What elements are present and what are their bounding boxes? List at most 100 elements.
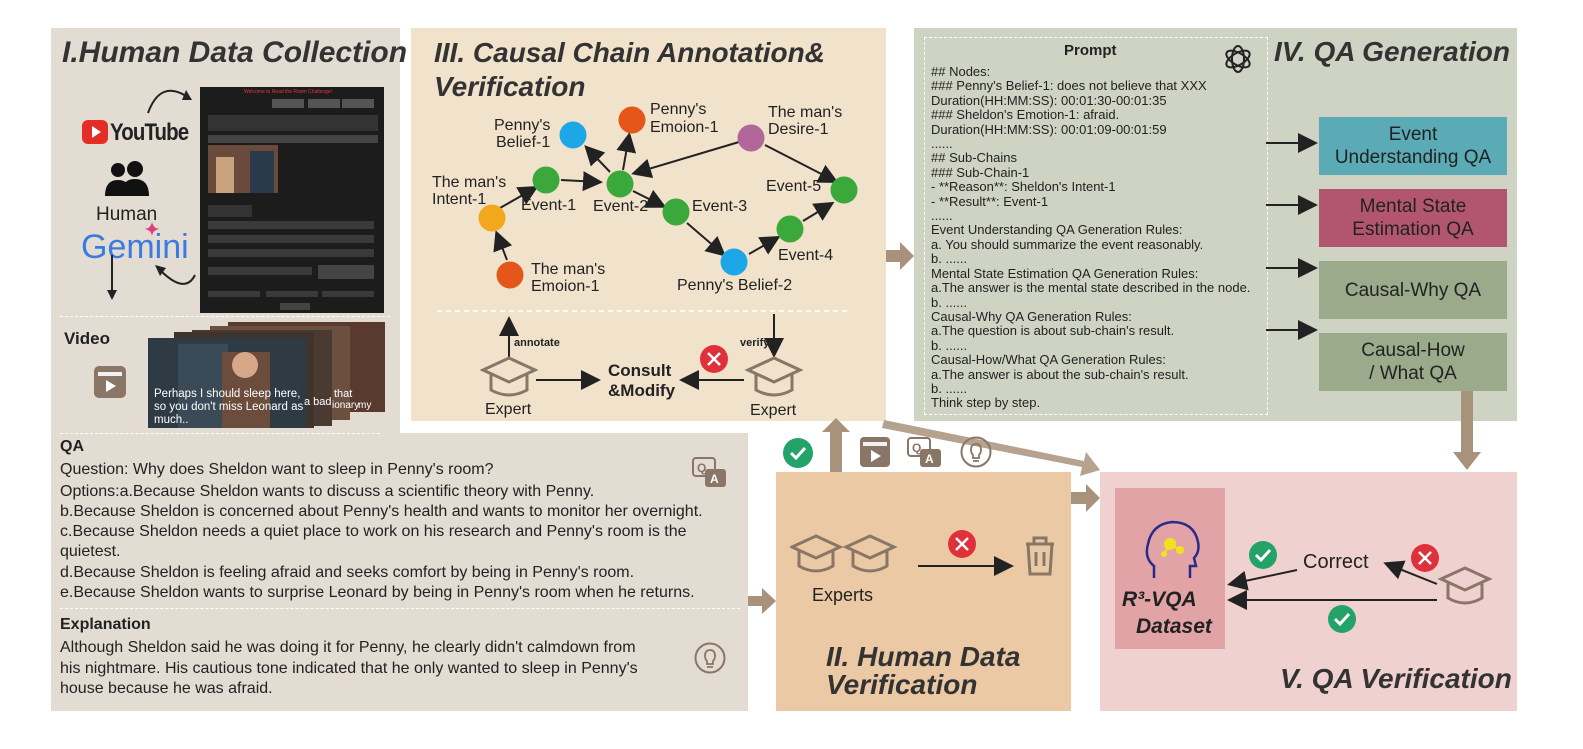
svg-text:Q: Q xyxy=(697,461,706,475)
label-event-4: Event-4 xyxy=(778,247,834,264)
experts-label: Experts xyxy=(812,585,874,605)
prompt-line: ### Sheldon's Emotion-1: afraid. xyxy=(931,107,1120,123)
reject-to-trash xyxy=(918,530,1054,576)
qa-option-c: c.Because Sheldon needs a quiet place to… xyxy=(60,523,687,540)
panel1-title: I.Human Data Collection xyxy=(62,36,408,69)
edge-emoion-intent xyxy=(493,230,513,261)
prompt-line: Causal-Why QA Generation Rules: xyxy=(931,308,1132,324)
node-mans-emoion-1 xyxy=(496,261,524,289)
arrow-causal-to-qaverify xyxy=(882,420,1100,476)
youtube-play-icon xyxy=(82,120,108,144)
prompt-line: ## Nodes: xyxy=(931,64,991,79)
prompt-line: Duration(HH:MM:SS): 00:01:30-00:01:35 xyxy=(931,92,1167,108)
subtitle-extra-4: my xyxy=(358,400,372,411)
qa-type-causal-how-what: Causal-How/ What QA xyxy=(1319,333,1507,391)
lightbulb-icon xyxy=(694,642,726,674)
prompt-line: ### Penny's Belief-1: does not believe t… xyxy=(931,78,1207,94)
collection-arrows xyxy=(107,89,196,300)
node-event-3 xyxy=(662,198,690,226)
prompt-line: a.The answer is the mental state describ… xyxy=(931,280,1251,296)
prompt-line: Event Understanding QA Generation Rules: xyxy=(931,222,1183,238)
prompt-line: a. You should summarize the event reason… xyxy=(931,236,1204,252)
explanation-heading: Explanation xyxy=(60,616,151,633)
verify-label: verify xyxy=(740,337,770,349)
human-group-icon xyxy=(105,161,149,196)
edge-event4-event5 xyxy=(802,201,835,222)
qa-option-c-cont: quietest. xyxy=(60,543,121,560)
label-pennys-belief-2: Penny's Belief-2 xyxy=(677,277,793,294)
node-event-1 xyxy=(532,166,560,194)
explanation-line-2: his nightmare. His cautious tone indicat… xyxy=(60,660,638,677)
edge-event2-event3 xyxy=(632,189,667,208)
panel2-title-line1: II. Human Data xyxy=(826,641,1021,672)
arrow-verification-to-qaverify xyxy=(1071,484,1100,512)
qa-type-line1: Mental State xyxy=(1359,196,1467,217)
node-event-5 xyxy=(830,176,858,204)
arrow-generation-to-qaverify xyxy=(1453,391,1481,470)
qa-type-line2: Understanding QA xyxy=(1334,147,1492,168)
label-pennys-emoion-1-a: Penny's xyxy=(650,101,707,118)
check-icon-1 xyxy=(1249,541,1277,569)
qa-type-causal-why: Causal-Why QA xyxy=(1319,261,1507,319)
video-frame-stack: Perhaps I should sleep here, so you don'… xyxy=(148,322,385,428)
consult-line-2: &Modify xyxy=(608,381,676,400)
qa-type-line1: Causal-How xyxy=(1361,340,1465,361)
edge-event1-event2 xyxy=(560,171,603,192)
dataset-name: R³-VQA xyxy=(1122,588,1197,611)
qa-heading: QA xyxy=(60,438,84,455)
label-pennys-belief-1-b: Belief-1 xyxy=(496,134,551,151)
prompt-to-qa-arrows xyxy=(1266,133,1318,340)
label-event-5: Event-5 xyxy=(766,178,822,195)
reject-x-icon xyxy=(700,345,728,373)
prompt-heading: Prompt xyxy=(1064,42,1117,59)
panel5-title: V. QA Verification xyxy=(1280,663,1512,694)
node-event-4 xyxy=(776,215,804,243)
reject-x-icon-2 xyxy=(948,530,976,558)
consult-line-1: Consult xyxy=(608,361,672,380)
panel-qa xyxy=(51,433,748,711)
prompt-line: ...... xyxy=(931,208,953,224)
head-brain-icon xyxy=(1145,520,1200,578)
qa-type-line2: / What QA xyxy=(1369,363,1457,384)
youtube-logo: YouTube xyxy=(82,118,189,148)
label-mans-intent-1-a: The man's xyxy=(432,174,507,191)
check-icon-panel2 xyxy=(783,438,813,468)
expert-left-label: Expert xyxy=(485,401,532,418)
edge-belief2-event4 xyxy=(748,236,781,255)
prompt-line: Duration(HH:MM:SS): 00:01:09-00:01:59 xyxy=(931,121,1167,137)
prompt-line: Causal-How/What QA Generation Rules: xyxy=(931,352,1166,368)
prompt-line: - **Reason**: Sheldon's Intent-1 xyxy=(931,179,1116,195)
panel2-title-line2: Verification xyxy=(826,669,978,700)
edge-event2-emoion1 xyxy=(616,132,637,171)
prompt-line: ## Sub-Chains xyxy=(931,150,1017,166)
arrow-causal-to-generation xyxy=(886,242,914,270)
expert-cap-icon-left xyxy=(479,356,539,397)
arrow-verification-to-causal xyxy=(822,418,850,472)
label-pennys-emoion-1-b: Emoion-1 xyxy=(650,119,719,136)
prompt-line: ...... xyxy=(931,136,953,152)
edge-intent-event1 xyxy=(499,186,539,209)
qa-option-b: b.Because Sheldon is concerned about Pen… xyxy=(60,503,703,520)
node-mans-intent-1 xyxy=(478,204,506,232)
explanation-line-3: house because he was afraid. xyxy=(60,680,273,697)
human-label: Human xyxy=(96,204,158,225)
prompt-line: b. ...... xyxy=(931,337,968,353)
annotate-label: annotate xyxy=(514,337,560,349)
prompt-line: b. ...... xyxy=(931,294,968,310)
label-mans-emoion-1-a: The man's xyxy=(531,261,606,278)
prompt-line: Think step by step. xyxy=(931,395,1041,411)
verification-flow xyxy=(1227,541,1493,633)
svg-text:Q: Q xyxy=(912,441,921,455)
qa-question: Question: Why does Sheldon want to sleep… xyxy=(60,461,494,478)
label-mans-intent-1-b: Intent-1 xyxy=(432,191,487,208)
qa-dashed-separator xyxy=(60,608,740,609)
prompt-lines: ## Nodes: ### Penny's Belief-1: does not… xyxy=(931,64,1261,411)
edge-desire-event5 xyxy=(764,144,839,183)
edge-event2-belief1 xyxy=(584,145,611,173)
prompt-box xyxy=(924,37,1268,415)
prompt-line: a.The answer is about the sub-chain's re… xyxy=(931,366,1189,382)
label-event-2: Event-2 xyxy=(593,198,649,215)
arrow-qa-to-verification xyxy=(748,588,776,614)
